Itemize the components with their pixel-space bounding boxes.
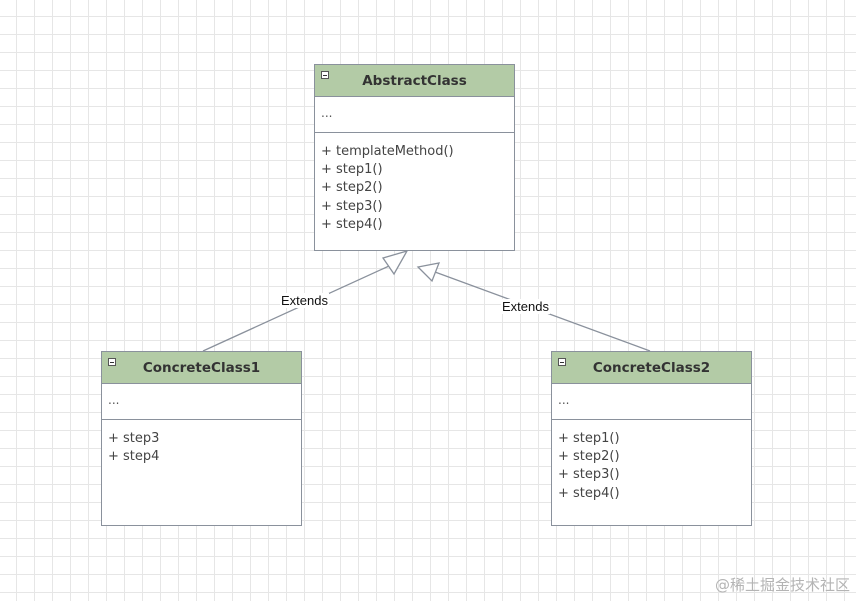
class-name: ConcreteClass1 [142, 360, 261, 376]
extends-label-2: Extends [501, 299, 550, 314]
extends-line-1[interactable] [202, 265, 390, 352]
attributes-section: ... [102, 384, 301, 420]
method-item: + step4 [108, 449, 160, 465]
method-item: + step3() [321, 198, 383, 214]
attributes-section: ... [552, 384, 751, 420]
class-header[interactable]: ConcreteClass2 [552, 352, 751, 384]
method-item: + step4() [321, 216, 383, 232]
concrete-class-2-box[interactable]: ConcreteClass2 ... + step1() + step2() +… [551, 351, 752, 526]
class-name: ConcreteClass2 [592, 360, 711, 376]
attributes-section: ... [315, 97, 514, 133]
extends-label-1: Extends [280, 293, 329, 308]
extends-arrowhead-2 [416, 262, 441, 283]
method-item: + step1() [321, 162, 383, 178]
method-item: + step3 [108, 431, 160, 446]
collapse-icon[interactable] [558, 358, 566, 366]
method-item: + step2() [558, 449, 620, 465]
method-item: + step4() [558, 485, 620, 501]
method-item: + step2() [321, 180, 383, 196]
methods-section: + templateMethod() + step1() + step2() +… [315, 133, 514, 234]
watermark: @稀土掘金技术社区 [714, 576, 850, 594]
methods-section: + step3 + step4 [102, 420, 301, 466]
abstract-class-box[interactable]: AbstractClass ... + templateMethod() + s… [314, 64, 515, 251]
class-name: AbstractClass [362, 73, 467, 89]
collapse-icon[interactable] [108, 358, 116, 366]
methods-section: + step1() + step2() + step3() + step4() [552, 420, 751, 503]
class-header[interactable]: AbstractClass [315, 65, 514, 97]
extends-arrowhead-1 [381, 249, 409, 276]
method-item: + templateMethod() [321, 144, 454, 159]
method-item: + step3() [558, 467, 620, 483]
concrete-class-1-box[interactable]: ConcreteClass1 ... + step3 + step4 [101, 351, 302, 526]
method-item: + step1() [558, 431, 620, 446]
class-header[interactable]: ConcreteClass1 [102, 352, 301, 384]
collapse-icon[interactable] [321, 71, 329, 79]
